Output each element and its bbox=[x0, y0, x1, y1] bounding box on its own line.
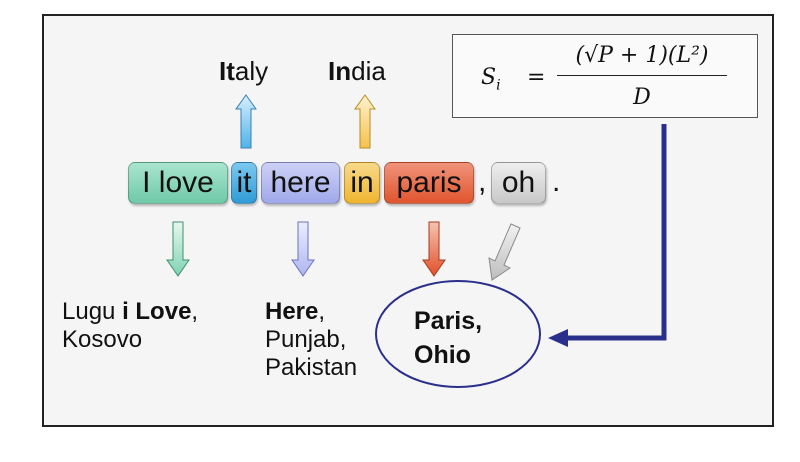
formula-connector-arrowhead bbox=[548, 329, 568, 347]
down-arrow-lugu bbox=[166, 221, 190, 277]
token-i-love: I love bbox=[128, 162, 228, 204]
down-arrow-oh bbox=[488, 223, 521, 281]
down-arrow-paris bbox=[422, 221, 446, 277]
token-here: here bbox=[261, 162, 340, 204]
place-lugu: Lugu i Love, Kosovo bbox=[62, 298, 199, 353]
formula-fraction-bar bbox=[557, 75, 727, 76]
token-in: in bbox=[344, 162, 380, 204]
formula-box: Si = (√P + 1)(L²) D bbox=[452, 34, 758, 118]
place-here: Here, Punjab, Pakistan bbox=[265, 298, 358, 381]
token-oh: oh bbox=[491, 162, 546, 204]
token-it: it bbox=[231, 162, 257, 204]
up-arrow-italy bbox=[235, 94, 257, 149]
label-india: India bbox=[328, 56, 386, 86]
formula-lhs: Si bbox=[481, 65, 501, 94]
formula-equals: = bbox=[527, 65, 546, 90]
up-arrow-india bbox=[354, 94, 376, 149]
formula-denominator: D bbox=[633, 85, 651, 110]
label-italy: Italy bbox=[219, 56, 269, 86]
token-paris: paris bbox=[384, 162, 474, 204]
token-period: . bbox=[552, 165, 561, 198]
formula: Si = (√P + 1)(L²) D bbox=[453, 35, 757, 117]
formula-connector-line bbox=[566, 124, 667, 341]
down-arrow-here bbox=[291, 221, 315, 277]
place-paris-ohio: Paris, Ohio bbox=[414, 307, 483, 369]
token-comma: , bbox=[478, 165, 487, 198]
paris-ohio-ellipse bbox=[375, 280, 541, 388]
formula-numerator: (√P + 1)(L²) bbox=[575, 43, 709, 68]
